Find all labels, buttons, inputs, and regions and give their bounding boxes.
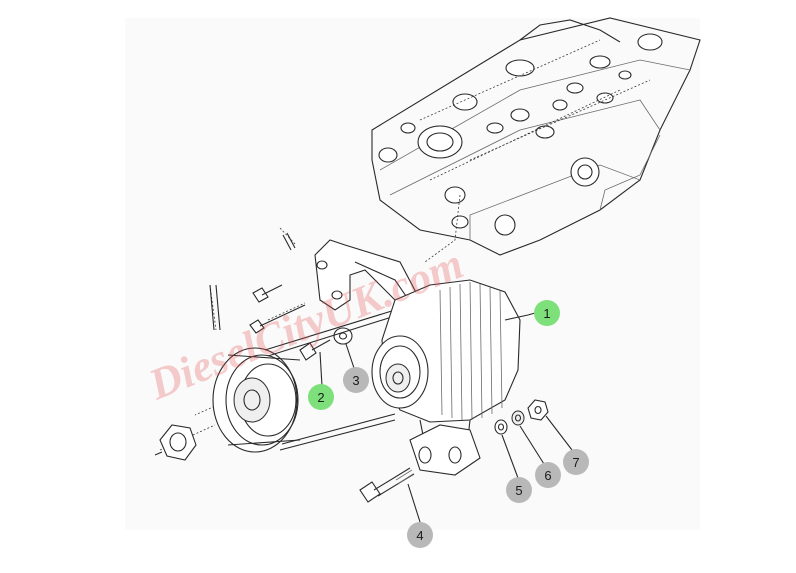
crankshaft-pulley [212, 309, 396, 453]
washer [333, 327, 353, 345]
long-bolt [359, 467, 415, 503]
callout-2[interactable]: 2 [308, 384, 334, 410]
callout-1-label: 1 [543, 305, 551, 321]
callout-5-label: 5 [515, 482, 523, 498]
shaft-pins [209, 232, 296, 331]
callout-7-label: 7 [572, 454, 580, 470]
adjusting-bracket [314, 239, 421, 313]
crank-nut [154, 424, 197, 461]
callout-6-label: 6 [544, 467, 552, 483]
callout-3-label: 3 [352, 372, 360, 388]
callout-5[interactable]: 5 [506, 477, 532, 503]
leader-lines [319, 312, 573, 523]
callout-4-label: 4 [416, 527, 424, 543]
washer-5 [494, 419, 508, 435]
callout-7[interactable]: 7 [563, 449, 589, 475]
bolts-left [249, 284, 331, 361]
callout-6[interactable]: 6 [535, 462, 561, 488]
callout-4[interactable]: 4 [407, 522, 433, 548]
cylinder-head [371, 17, 701, 256]
nut-7 [527, 399, 549, 421]
mounting-bracket-lower [409, 424, 481, 476]
spring-washer-6 [511, 410, 525, 426]
callout-2-label: 2 [317, 389, 325, 405]
callout-1[interactable]: 1 [534, 300, 560, 326]
alternator [371, 279, 529, 453]
callout-3[interactable]: 3 [343, 367, 369, 393]
